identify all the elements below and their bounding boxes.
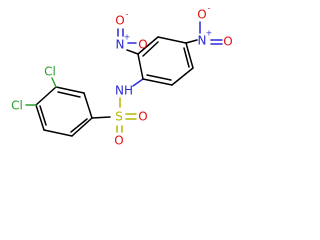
- structure-canvas: Cl Cl S O O NH N + O - O N + O - O: [0, 0, 247, 155]
- oxygen-para-top-charge: -: [208, 4, 211, 13]
- ring-bond: [71, 117, 93, 137]
- ring-bond: [35, 86, 57, 106]
- ring-bond: [137, 53, 144, 80]
- ring-double-bond: [142, 41, 159, 57]
- dinitrophenyl-ring: [137, 36, 194, 86]
- molecule-structure: Cl Cl S O O NH N + O - O N + O - O: [11, 4, 233, 148]
- nitrogen-atom-ortho-nitro: N: [116, 38, 125, 52]
- oxygen-atom-para-top: O: [197, 8, 206, 22]
- oxygen-atom-sulfonyl-right: O: [138, 110, 147, 124]
- cl-bond-top: [51, 77, 57, 88]
- ring-double-bond: [57, 91, 81, 98]
- ring-bond: [55, 86, 85, 94]
- ring-double-bond: [146, 74, 172, 81]
- n-c-bond: [132, 78, 144, 87]
- ring-bond: [171, 67, 194, 86]
- ring-bond: [137, 36, 159, 55]
- ring-bond: [185, 42, 194, 69]
- nitrogen-para-charge: +: [206, 29, 213, 38]
- chlorine-atom-left: Cl: [11, 99, 23, 113]
- oxygen-atom-ortho-right: O: [138, 38, 147, 52]
- ring-double-bond: [70, 118, 88, 133]
- sulfur-atom: S: [115, 110, 123, 124]
- ring-double-bond: [39, 105, 47, 126]
- c-n-bond-ortho: [126, 49, 139, 55]
- oxygen-ortho-top-charge: -: [126, 10, 129, 19]
- ring-double-bond: [183, 47, 190, 68]
- dichlorophenyl-ring: [35, 86, 93, 137]
- ring-bond: [142, 78, 173, 86]
- oxygen-atom-sulfonyl-bottom: O: [114, 134, 123, 148]
- chlorine-atom-top: Cl: [44, 65, 56, 79]
- oxygen-atom-para-right: O: [223, 35, 232, 49]
- nitrogen-atom-para-nitro: N: [198, 34, 207, 48]
- ring-bond: [35, 104, 45, 131]
- amine-nh-atom: NH: [115, 84, 133, 98]
- oxygen-atom-ortho-top: O: [115, 14, 124, 28]
- ring-bond: [43, 129, 73, 137]
- ring-bond: [157, 36, 187, 44]
- ring-bond: [83, 92, 93, 119]
- c-s-bond: [91, 116, 111, 119]
- c-n-bond-para: [185, 39, 198, 44]
- nitrogen-ortho-charge: +: [124, 33, 131, 42]
